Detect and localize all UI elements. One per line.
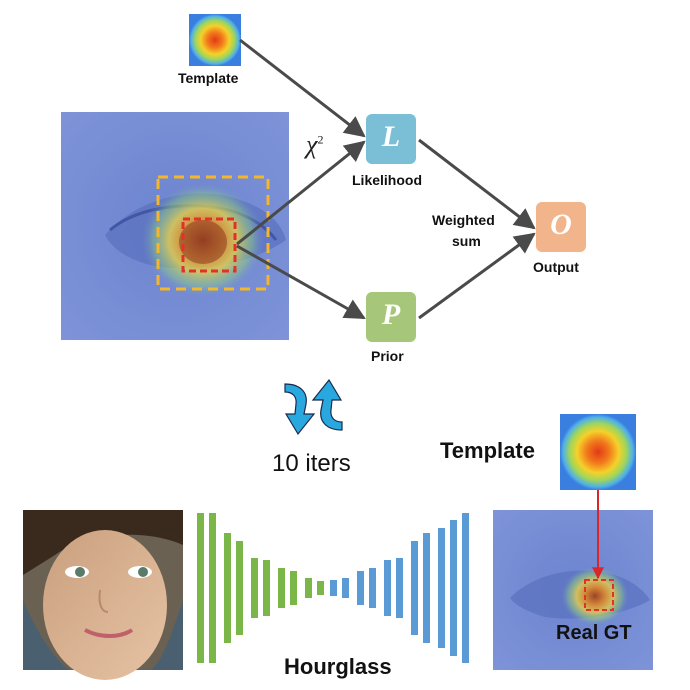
hourglass-label: Hourglass [284,654,392,679]
hourglass-bar [317,581,324,595]
hourglass-bar [305,578,312,598]
hourglass-bar [251,558,258,618]
template-label-bottom: Template [440,438,535,463]
template-heatmap-bottom [560,414,636,490]
hourglass-bar [197,513,204,663]
chi-squared-label: χ2 [306,130,323,160]
template-heatmap-top [189,14,241,66]
hourglass-bar [357,571,364,605]
hourglass-bar [263,560,270,616]
hourglass-bar [290,571,297,605]
hourglass-bar [278,568,285,608]
weighted-sum-line2: sum [452,233,481,249]
hourglass-bar [462,513,469,663]
prior-label: Prior [371,348,404,364]
eye-image-top [61,112,289,340]
hourglass-bar [342,578,349,598]
hourglass-bar [438,528,445,648]
output-letter: O [550,208,572,241]
likelihood-node [366,114,416,164]
weighted-sum-line1: Weighted [432,212,495,228]
arrow-eye-to-prior [236,244,366,320]
likelihood-label: Likelihood [352,172,422,188]
arrow-likelihood-to-output [418,138,536,230]
chi-symbol: χ [306,130,318,159]
eye-image-bottom [493,510,653,670]
hourglass-bar [209,513,216,663]
search-region-box [156,175,270,291]
hourglass-bar [396,558,403,618]
arrow-template-to-likelihood [239,38,366,138]
output-label: Output [533,259,579,275]
real-gt-label: Real GT [556,622,632,644]
target-region-box [181,217,237,273]
real-gt-box [584,579,614,611]
hourglass-bar [236,541,243,635]
hourglass-bar [450,520,457,656]
output-node [536,202,586,252]
hourglass-bar [384,560,391,616]
hourglass-bar [369,568,376,608]
iteration-arrows-icon [284,378,343,436]
prior-letter: P [381,298,401,331]
hourglass-bar [423,533,430,643]
hourglass-network [197,513,469,663]
iterations-label: 10 iters [272,450,351,477]
chi-exponent: 2 [317,132,324,147]
arrow-eye-to-likelihood [236,140,366,246]
hourglass-bar [224,533,231,643]
likelihood-letter: L [381,120,401,153]
prior-node [366,292,416,342]
arrow-prior-to-output [418,232,536,320]
template-label-top: Template [178,70,239,86]
hourglass-bar [330,580,337,596]
face-photo [23,510,183,680]
hourglass-bar [411,541,418,635]
